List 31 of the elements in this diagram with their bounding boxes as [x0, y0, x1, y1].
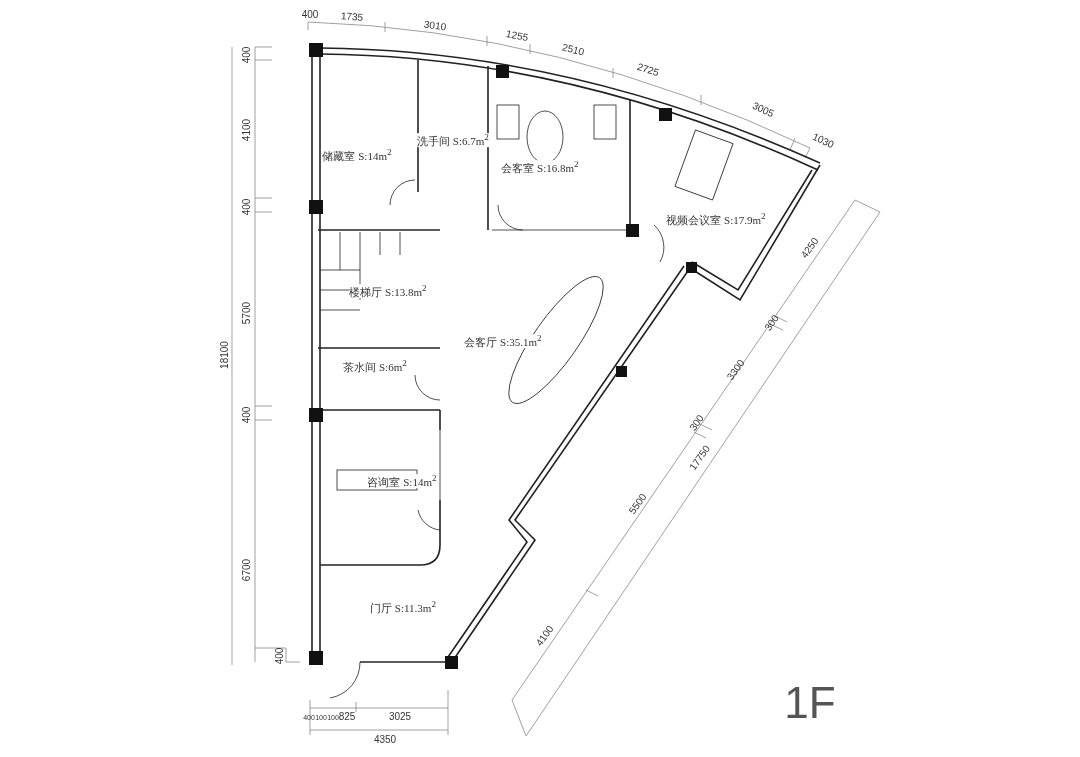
dimension-value: 5700	[242, 301, 252, 325]
room-label: 楼梯厅 S:13.8m$^{2}$	[349, 284, 427, 298]
floor-label: 1F	[784, 681, 836, 725]
dimension-value: 300	[688, 413, 706, 433]
room-label: 会客室 S:16.8m$^{2}$	[501, 160, 579, 174]
dimension-value: 6700	[242, 558, 252, 582]
room-label: 茶水间 S:6m$^{2}$	[343, 359, 407, 373]
dimension-value: 2725	[635, 61, 661, 79]
dimension-value: 1735	[340, 11, 364, 23]
dimension-value: 400	[301, 10, 319, 20]
dimension-value: 4100	[242, 118, 252, 142]
room-label: 视频会议室 S:17.9m$^{2}$	[666, 212, 766, 226]
dimension-value: 2510	[561, 42, 585, 58]
room-label: 洗手间 S:6.7m$^{2}$	[417, 133, 489, 147]
dimension-value: 300	[763, 313, 781, 333]
dimension-value: 400	[242, 46, 252, 64]
dimension-value: 3025	[388, 712, 412, 722]
room-label: 咨询室 S:14m$^{2}$	[367, 474, 437, 488]
dimension-value: 825	[338, 712, 356, 722]
dimension-value: 3005	[750, 100, 776, 120]
dimension-value: 400	[242, 406, 252, 424]
dimension-value: 400	[275, 647, 285, 665]
room-label: 储藏室 S:14m$^{2}$	[322, 148, 392, 162]
dimension-value: 18100	[220, 341, 230, 369]
dimension-value: 1255	[505, 28, 529, 44]
dimension-value: 3010	[423, 19, 447, 33]
dimension-value: 4350	[373, 735, 397, 745]
dimension-value: 400	[242, 198, 252, 216]
room-label: 会客厅 S:35.1m$^{2}$	[464, 334, 542, 348]
dimension-value: 1030	[810, 131, 836, 151]
room-label: 门厅 S:11.3m$^{2}$	[370, 600, 436, 614]
